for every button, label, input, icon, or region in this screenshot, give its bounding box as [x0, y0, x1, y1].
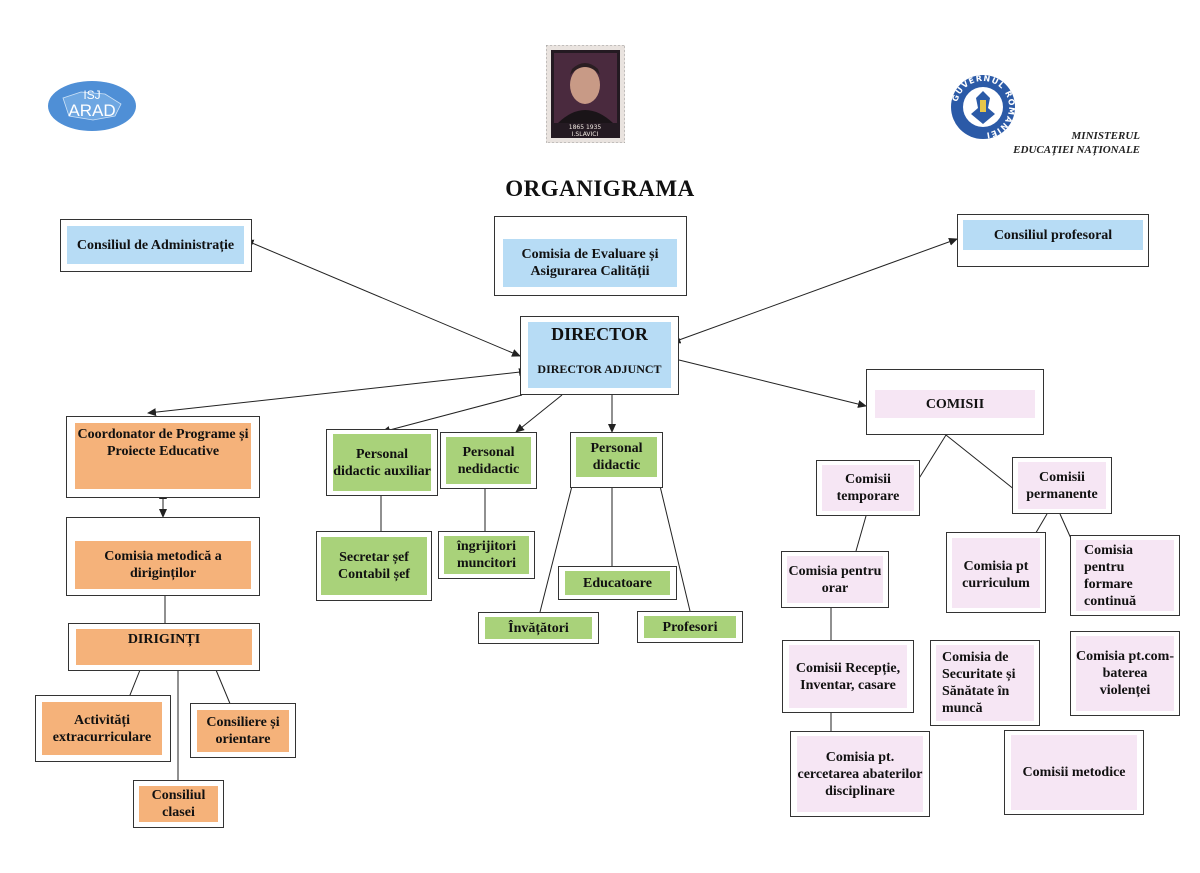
node-activitati-label: Activități extracurriculare [42, 702, 162, 755]
line-didactic-invatatori [539, 485, 573, 613]
node-comisii-label: COMISII [875, 390, 1035, 418]
ministry-label: MINISTERUL EDUCAȚIEI NAȚIONALE [960, 129, 1140, 157]
node-personal-nedidactic-label: Personal nedidactic [446, 437, 531, 484]
node-comisia-cercetare: Comisia pt. cercetarea abaterilor discip… [790, 731, 930, 817]
line-didactic-profesori [659, 485, 691, 612]
line-temporare-orar [855, 515, 867, 552]
stamp-caption-line2: I.SLAVICI [572, 131, 599, 138]
node-comisii-permanente: Comisii permanente [1012, 457, 1112, 514]
node-comisia-evaluare-label: Comisia de Evaluare și Asigurarea Calită… [503, 239, 677, 287]
government-logo: GUVERNUL ROMANIEI [950, 74, 1016, 140]
node-educatoare: Educatoare [558, 566, 677, 600]
node-comisii-receptie-label: Comisii Recepție, Inventar, casare [789, 645, 907, 708]
node-consiliul-clasei: Consiliul clasei [133, 780, 224, 828]
node-consiliere-label: Consiliere și orientare [197, 710, 289, 752]
isj-logo-line2: ARAD [68, 101, 116, 120]
node-consiliul-administratie: Consiliul de Administrație [60, 219, 252, 272]
node-coordonator: Coordonator de Programe și Proiecte Educ… [66, 416, 260, 498]
node-comisii-permanente-label: Comisii permanente [1018, 462, 1106, 509]
node-director: DIRECTOR DIRECTOR ADJUNCT [520, 316, 679, 395]
node-diriginti-label: DIRIGINȚI [76, 629, 252, 665]
page-title: ORGANIGRAMA [505, 176, 695, 201]
node-coordonator-label: Coordonator de Programe și Proiecte Educ… [75, 423, 251, 489]
node-profesori-label: Profesori [644, 616, 736, 638]
portrait-stamp-icon: 1865 1935 I.SLAVICI [545, 44, 626, 144]
node-secretar-contabil: Secretar șef Contabil șef [316, 531, 432, 601]
node-comisia-curriculum-label: Comisia pt curriculum [952, 538, 1040, 608]
node-personal-didactic: Personal didactic [570, 432, 663, 488]
node-comisia-cercetare-label: Comisia pt. cercetarea abaterilor discip… [797, 736, 923, 812]
node-personal-didactic-auxiliar: Personal didactic auxiliar [326, 429, 438, 496]
arrow-director-profesoral [671, 237, 958, 344]
node-comisia-orar-label: Comisia pentru orar [787, 556, 883, 603]
node-personal-auxiliar-label: Personal didactic auxiliar [333, 434, 431, 491]
node-comisia-formare-label: Comisia pentru formare continuă [1076, 540, 1174, 611]
node-comisia-curriculum: Comisia pt curriculum [946, 532, 1046, 613]
node-invatatori: Învățători [478, 612, 599, 644]
government-seal-icon: GUVERNUL ROMANIEI [951, 74, 1016, 140]
ministry-line2: EDUCAȚIEI NAȚIONALE [1013, 144, 1140, 156]
node-comisia-evaluare: Comisia de Evaluare și Asigurarea Calită… [494, 216, 687, 296]
node-comisii-metodice: Comisii metodice [1004, 730, 1144, 815]
node-comisia-violenta: Comisia pt.com-baterea violenței [1070, 631, 1180, 716]
node-director-adjunct-label: DIRECTOR ADJUNCT [537, 362, 662, 376]
arrow-director-administratie [244, 239, 521, 357]
arrow-director-comisii [678, 359, 867, 408]
node-comisia-securitate: Comisia de Securitate și Sănătate în mun… [930, 640, 1040, 726]
node-diriginti: DIRIGINȚI [68, 623, 260, 671]
node-ingrijitori: îngrijitori muncitori [438, 531, 535, 579]
isj-logo-line1: ISJ [83, 88, 101, 102]
node-comisii-receptie: Comisii Recepție, Inventar, casare [782, 640, 914, 713]
isj-arad-logo: ISJ ARAD [47, 80, 137, 132]
node-comisia-metodica-dirigintilor: Comisia metodică a diriginților [66, 517, 260, 596]
arrow-director-nedidactic [515, 394, 563, 433]
node-consiliere-orientare: Consiliere și orientare [190, 703, 296, 758]
node-consiliul-profesoral: Consiliul profesoral [957, 214, 1149, 267]
node-secretar-contabil-label: Secretar șef Contabil șef [321, 537, 427, 595]
node-consiliul-profesoral-label: Consiliul profesoral [963, 220, 1143, 250]
node-comisii-temporare: Comisii temporare [816, 460, 920, 516]
node-comisii: COMISII [866, 369, 1044, 435]
node-comisii-metodice-label: Comisii metodice [1011, 735, 1137, 810]
node-comisia-metodica-label: Comisia metodică a diriginților [75, 541, 251, 589]
node-comisia-orar: Comisia pentru orar [781, 551, 889, 608]
stamp-caption-line1: 1865 1935 [569, 124, 602, 131]
node-personal-nedidactic: Personal nedidactic [440, 432, 537, 489]
line-comisii-permanente [945, 434, 1016, 491]
postage-stamp: 1865 1935 I.SLAVICI [545, 44, 626, 144]
isj-oval-icon [48, 81, 136, 131]
node-comisia-securitate-label: Comisia de Securitate și Sănătate în mun… [936, 645, 1034, 721]
line-comisii-temporare [917, 434, 947, 481]
node-director-label: DIRECTOR [551, 324, 648, 344]
arrow-director-coordonator [147, 368, 528, 417]
node-educatoare-label: Educatoare [565, 571, 670, 595]
node-comisia-violenta-label: Comisia pt.com-baterea violenței [1076, 636, 1174, 711]
node-consiliul-administratie-label: Consiliul de Administrație [67, 226, 244, 264]
arrow-director-auxiliar [381, 394, 523, 434]
node-profesori: Profesori [637, 611, 743, 643]
node-consiliul-clasei-label: Consiliul clasei [139, 786, 218, 822]
node-comisii-temporare-label: Comisii temporare [822, 465, 914, 511]
node-invatatori-label: Învățători [485, 617, 592, 639]
node-comisia-formare: Comisia pentru formare continuă [1070, 535, 1180, 616]
node-activitati-extracurriculare: Activități extracurriculare [35, 695, 171, 762]
ministry-line1: MINISTERUL [1071, 130, 1140, 142]
node-personal-didactic-label: Personal didactic [576, 437, 657, 477]
node-ingrijitori-label: îngrijitori muncitori [444, 536, 529, 574]
